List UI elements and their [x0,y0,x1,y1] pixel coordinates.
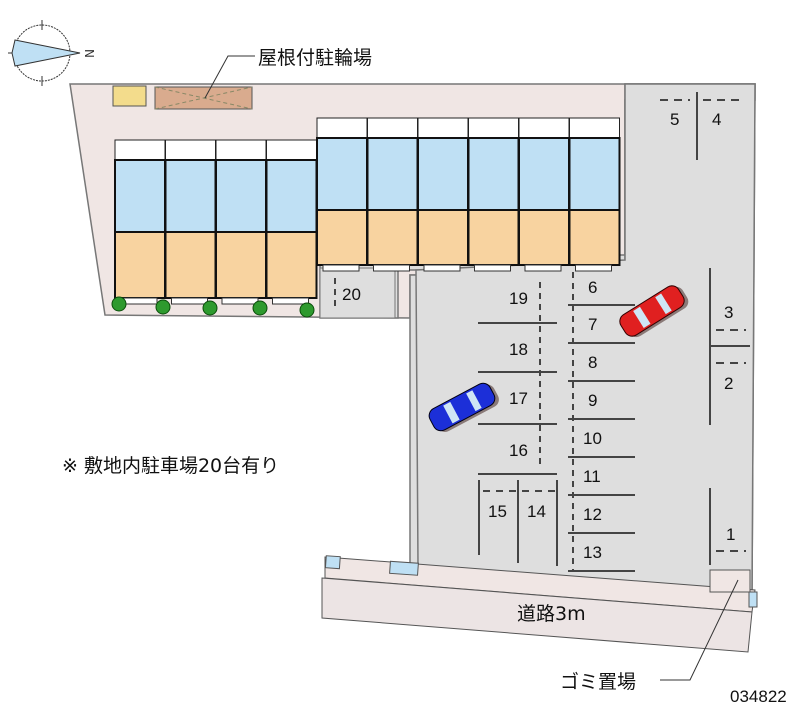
space-number: 6 [588,278,597,297]
apartment-unit [164,139,217,305]
space-number: 18 [509,340,528,359]
space-number: 11 [583,467,601,486]
space-number: 19 [509,289,528,308]
space-number: 9 [588,391,597,410]
space-number: 8 [588,353,597,372]
gate [748,591,758,608]
apartment-unit [366,117,419,272]
garbage-area [709,569,751,593]
apartment-unit [316,117,368,272]
space-number: 15 [488,502,507,521]
space-number: 13 [583,543,602,562]
north-label: N [82,49,96,58]
parking-numbers: 1 2 3 4 5 6 7 8 9 10 11 12 13 14 15 16 1… [342,110,735,562]
trees [111,296,315,318]
space-number: 17 [509,389,528,408]
space-number: 3 [724,303,733,322]
space-number: 20 [342,285,361,304]
apartment-building [114,117,621,305]
tree-icon [111,296,127,312]
tree-icon [155,299,171,315]
space-number: 16 [509,441,528,460]
parking-lines [334,92,750,572]
compass-icon: N [8,20,96,86]
apartment-unit [215,139,267,305]
space-number: 10 [583,429,602,448]
car-icon [428,382,499,432]
roof-line [154,86,253,110]
road [321,577,753,653]
road-label: 道路3m [517,603,586,625]
tree-icon [202,300,218,316]
space-number: 1 [726,525,735,544]
apartment-unit [265,139,318,305]
leader-line [204,55,255,99]
space-number: 7 [588,315,597,334]
space-number: 5 [670,110,679,129]
tree-icon [299,302,315,318]
bicycle-rack-icon [112,85,147,107]
tree-icon [252,300,268,316]
parking-note: ※ 敷地内駐車場20台有り [62,455,279,477]
space-number: 14 [527,502,546,521]
bicycle-parking-label: 屋根付駐輪場 [258,47,372,69]
space-number: 12 [583,505,602,524]
leader-line [660,579,739,681]
apartment-unit [467,117,520,272]
gate [324,555,341,570]
car-icon [619,285,689,338]
apartment-unit [568,117,621,272]
garbage-label: ゴミ置場 [560,671,636,693]
gate [389,560,419,576]
space-number: 4 [712,110,721,129]
apartment-unit [518,117,570,272]
space-number: 2 [724,374,733,393]
apartment-unit [417,117,469,272]
apartment-unit [114,139,166,305]
property-id: 034822 [730,687,787,706]
